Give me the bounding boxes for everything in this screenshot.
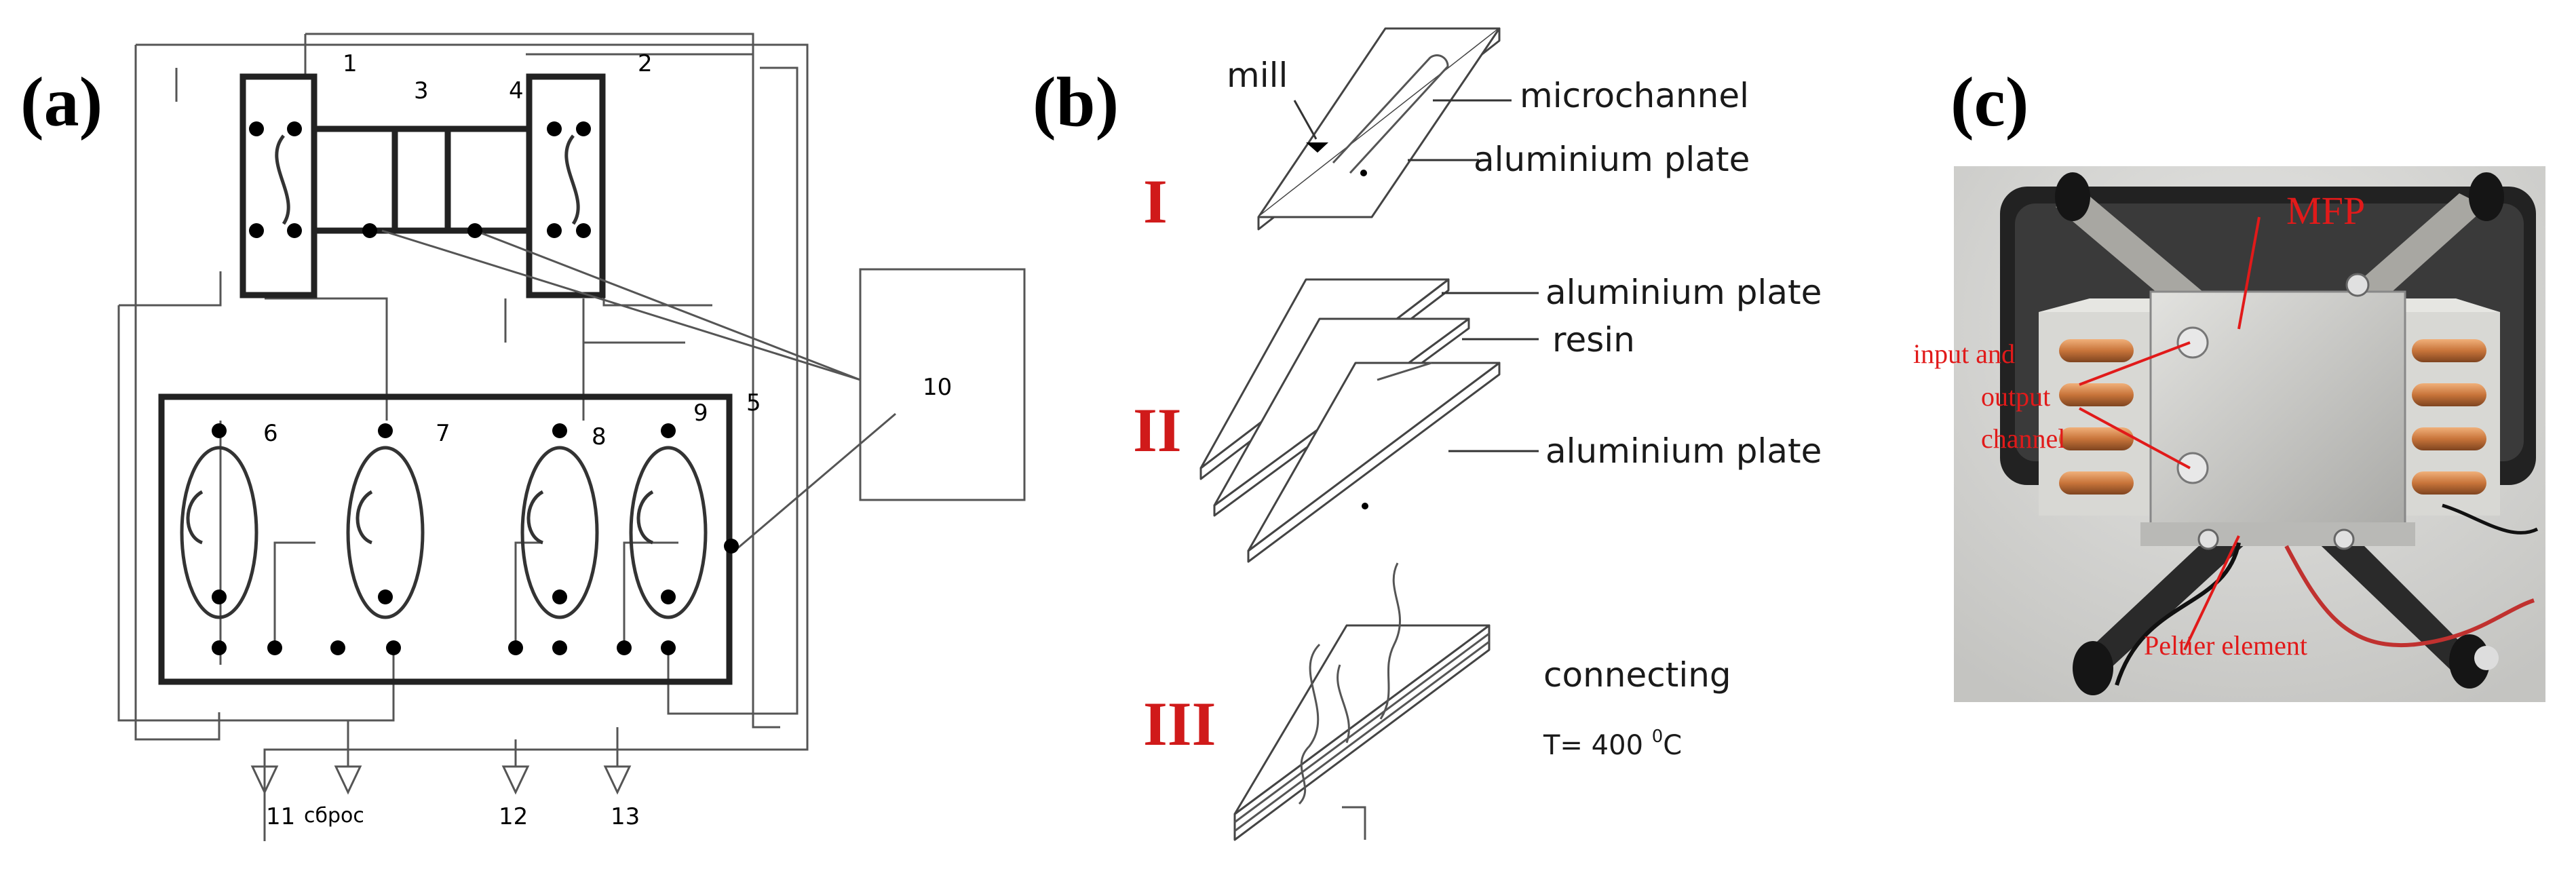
aluminium-plate-label-1: aluminium plate: [1474, 140, 1750, 179]
panel-c-letter: (c): [1950, 63, 2029, 141]
stage-3-drawing: [1233, 562, 1491, 841]
label-12: 12: [499, 803, 528, 830]
io-channel-annotation-line2: output: [1981, 381, 2050, 412]
mill-label: mill: [1227, 56, 1288, 95]
io-channel-annotation-line1: input and: [1913, 338, 2015, 369]
stage-2-drawing: [1199, 278, 1539, 563]
panel-b-letter: (b): [1033, 63, 1119, 141]
label-9: 9: [693, 400, 708, 427]
label-13: 13: [611, 803, 640, 830]
stage-3-label: III: [1143, 689, 1216, 758]
io-channel-annotation-line3: channel: [1981, 423, 2065, 454]
temperature-label: T= 400 0C: [1543, 727, 1682, 761]
heat-pipes: [2059, 339, 2486, 495]
label-5: 5: [746, 389, 761, 417]
panel-a: (a): [20, 33, 1026, 841]
label-drain: сброс: [304, 804, 364, 828]
label-2: 2: [638, 50, 653, 77]
stage-1-label: I: [1143, 167, 1168, 236]
microchannel-label: microchannel: [1520, 76, 1749, 115]
label-3: 3: [414, 77, 429, 104]
panel-a-numbers: 1 2 3 4 5 6 7 8 9 10 11 сброс 12 13: [263, 50, 952, 830]
panel-a-piping: [117, 33, 1026, 841]
device-photo: [1954, 166, 2545, 702]
label-7: 7: [436, 420, 450, 447]
aluminium-plate-label-2: aluminium plate: [1545, 273, 1822, 312]
stage-1-drawing: [1257, 27, 1512, 231]
label-4: 4: [509, 77, 524, 104]
label-1: 1: [343, 50, 358, 77]
panel-a-nodes: [212, 121, 739, 655]
panel-b: (b) I mill microchannel aluminium plate: [1033, 27, 1822, 841]
label-11: 11: [266, 803, 295, 830]
mfp-annotation: MFP: [2286, 189, 2365, 233]
stage-2-label: II: [1133, 395, 1182, 465]
peltier-annotation: Peltier element: [2144, 630, 2307, 661]
label-10: 10: [923, 374, 952, 401]
label-8: 8: [592, 423, 607, 450]
label-6: 6: [263, 420, 278, 447]
resin-label: resin: [1552, 320, 1635, 360]
aluminium-plate-label-3: aluminium plate: [1545, 431, 1822, 471]
panel-c: (c): [1913, 63, 2545, 702]
panel-a-letter: (a): [20, 63, 102, 141]
connecting-label: connecting: [1543, 655, 1731, 695]
